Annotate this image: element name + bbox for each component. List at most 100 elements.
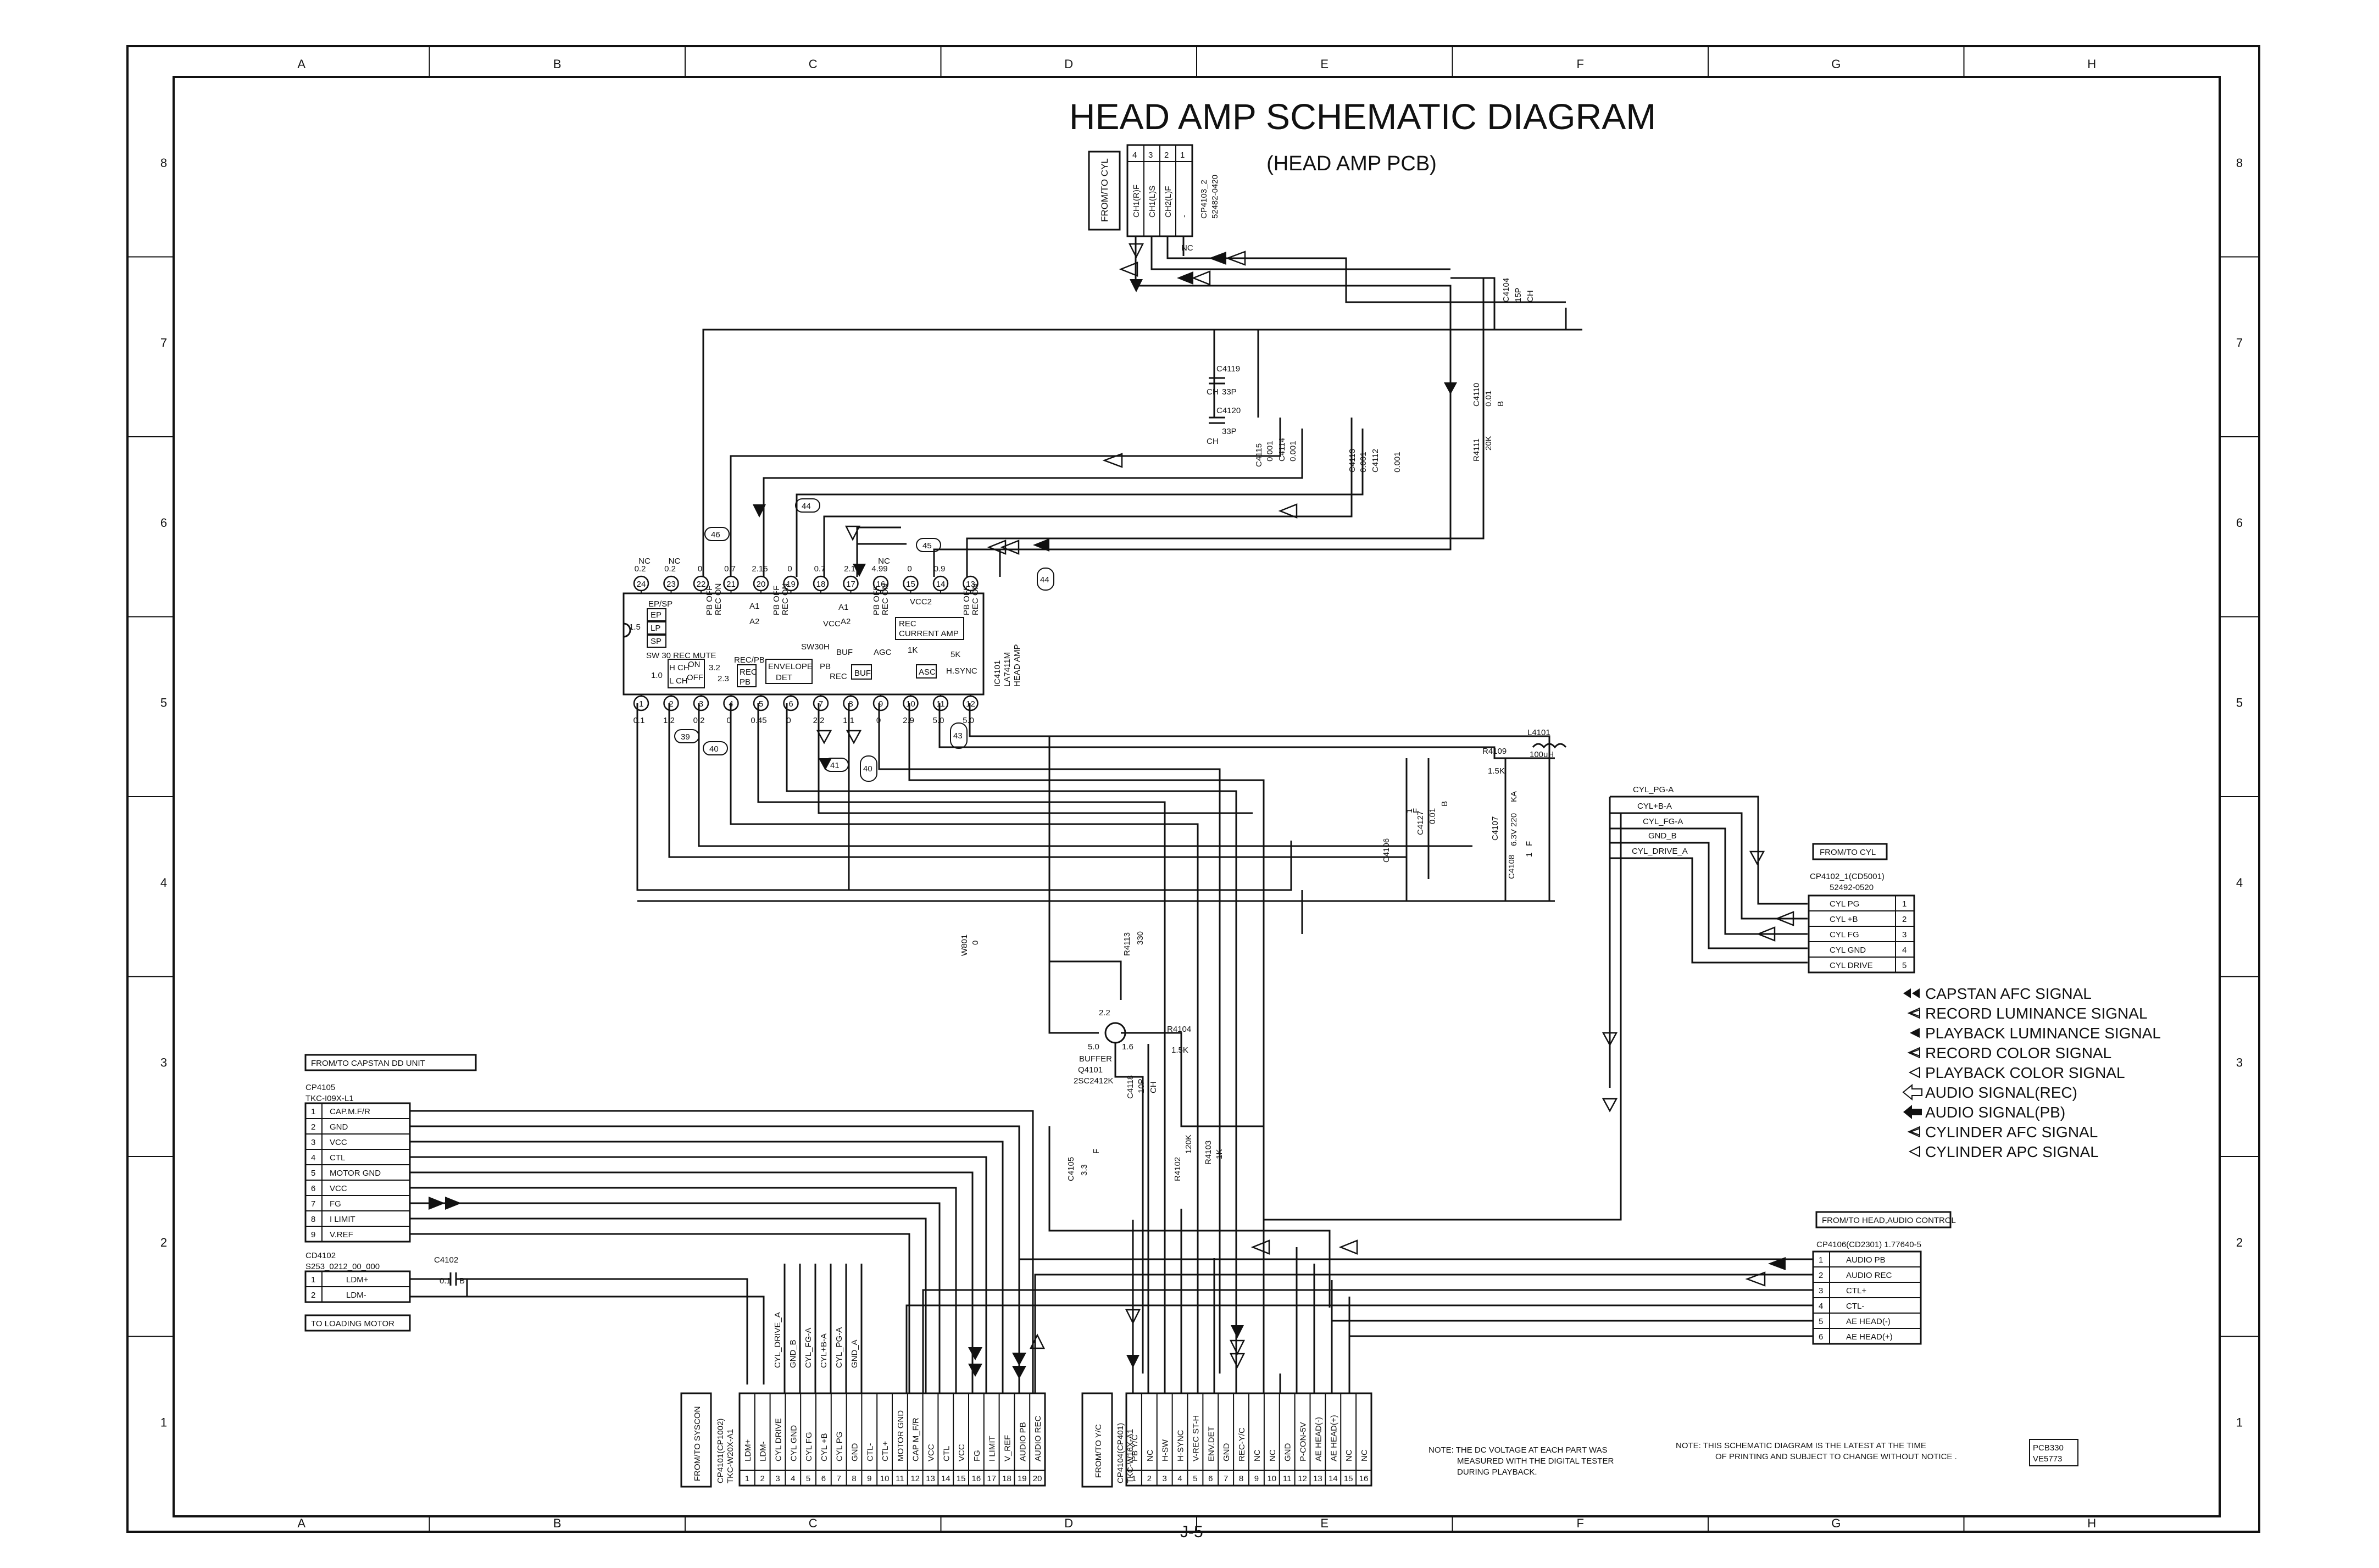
syscon-pin-no: 4 — [791, 1474, 795, 1483]
svg-text:PB OFF: PB OFF — [872, 586, 881, 615]
diagram-title: HEAD AMP SCHEMATIC DIAGRAM — [1069, 96, 1656, 137]
syscon-pin-name: CYL DRIVE — [774, 1418, 783, 1461]
inner-frame — [173, 76, 2221, 1517]
cyl-conn-pin-no: 1 — [1902, 899, 1906, 909]
svg-text:1.5K: 1.5K — [1171, 1046, 1188, 1055]
ic-top-pin-voltage: 0.7 — [814, 564, 826, 574]
capstan-pin-no: 3 — [311, 1138, 315, 1147]
syscon-net-label: GND_B — [788, 1339, 798, 1368]
legend-item-label: CYLINDER APC SIGNAL — [1925, 1143, 2099, 1160]
yc-pin-no: 2 — [1147, 1474, 1152, 1483]
yc-pin-name: AE HEAD(-) — [1314, 1417, 1323, 1461]
cyl-conn-pin-name: CYL PG — [1830, 899, 1859, 909]
ic-bottom-pin — [903, 695, 919, 711]
syscon-pin-name: FG — [972, 1450, 982, 1461]
svg-text:REC ON: REC ON — [971, 583, 980, 615]
yc-pin-no: 13 — [1313, 1474, 1322, 1483]
yc-pin-no: 14 — [1329, 1474, 1338, 1483]
svg-text:33P: 33P — [1222, 427, 1237, 436]
svg-text:6.3V 220: 6.3V 220 — [1509, 813, 1519, 846]
grid-row-left: 1 — [160, 1415, 167, 1429]
head-audio-wire — [1348, 1335, 1813, 1393]
svg-text:A1: A1 — [749, 602, 759, 611]
svg-text:FROM/TO HEAD,AUDIO CONTROL: FROM/TO HEAD,AUDIO CONTROL — [1822, 1216, 1956, 1225]
grid-row-right: 6 — [2236, 516, 2243, 530]
svg-text:C4107: C4107 — [1491, 816, 1500, 841]
capstan-wire — [410, 1110, 1034, 1393]
yc-pin-name: H-SYNC — [1176, 1430, 1186, 1461]
svg-text:46: 46 — [711, 530, 720, 540]
yc-pin-no: 1 — [1132, 1474, 1136, 1483]
grid-row-left: 6 — [160, 516, 167, 530]
svg-text:REC ON: REC ON — [881, 583, 890, 615]
syscon-pin-no: 15 — [957, 1474, 966, 1483]
cyl-conn-pin-no: 3 — [1902, 930, 1906, 939]
ic-top-pin-no: 20 — [757, 580, 766, 589]
q4101-buffer: 2.2 5.0 1.6 BUFFER Q4101 2SC2412K R4104 … — [1074, 1008, 1264, 1374]
svg-text:1K: 1K — [908, 646, 918, 655]
svg-text:10P: 10P — [1137, 1078, 1146, 1093]
grid-col-top: A — [297, 57, 305, 71]
svg-text:FROM/TO Y/C: FROM/TO Y/C — [1094, 1424, 1103, 1478]
grid-row-left: 5 — [160, 696, 167, 709]
syscon-pin-name: CTL — [942, 1446, 951, 1461]
ic-bottom-pin-no: 11 — [936, 699, 945, 709]
ic-bottom-pin-voltage: 0 — [726, 716, 731, 725]
capstan-wire — [410, 1156, 987, 1393]
ic-top-pin-voltage: 0 — [907, 564, 911, 574]
svg-text:DURING PLAYBACK.: DURING PLAYBACK. — [1457, 1467, 1537, 1477]
syscon-pin-name: CTL+ — [881, 1441, 890, 1461]
head-audio-pin-no: 2 — [1819, 1271, 1823, 1280]
capstan-connector: FROM/TO CAPSTAN DD UNIT CP4105 TKC-I09X-… — [304, 1054, 477, 1243]
svg-text:43: 43 — [953, 731, 963, 741]
head-audio-tag-box — [1815, 1211, 1952, 1228]
svg-text:1.5K: 1.5K — [1488, 766, 1505, 776]
svg-text:CH: CH — [1207, 437, 1219, 446]
svg-text:AGC: AGC — [874, 648, 892, 657]
yc-pin-no: 11 — [1283, 1474, 1292, 1483]
syscon-pin-name: LDM- — [759, 1441, 768, 1461]
svg-text:Q4101: Q4101 — [1078, 1065, 1103, 1075]
svg-text:C4113: C4113 — [1348, 449, 1357, 472]
yc-pin-no: 8 — [1239, 1474, 1243, 1483]
svg-text:VCC: VCC — [823, 619, 841, 629]
svg-text:REC: REC — [899, 619, 916, 629]
cyl-conn-tag-box — [1812, 843, 1888, 860]
top-cyl-pin2-name: CH2(L)F — [1164, 186, 1173, 218]
svg-text:45: 45 — [922, 541, 932, 551]
syscon-pin-no: 2 — [760, 1474, 765, 1483]
head-audio-wire — [922, 1289, 1813, 1393]
syscon-pin-no: 18 — [1002, 1474, 1011, 1483]
svg-text:B: B — [1440, 801, 1449, 807]
cyl-connector-right: CYL_PG-A CYL+B-A CYL_FG-A GND_B CYL_DRIV… — [1264, 785, 1915, 1221]
svg-text:PB OFF: PB OFF — [772, 586, 781, 615]
svg-text:1: 1 — [1405, 809, 1414, 813]
loading-pin-no: 2 — [311, 1291, 315, 1300]
grid-col-bottom: F — [1577, 1516, 1584, 1530]
grid-col-top: B — [553, 57, 562, 71]
svg-text:TKC-W20X-A1: TKC-W20X-A1 — [726, 1429, 735, 1483]
svg-text:C4120: C4120 — [1216, 406, 1241, 415]
yc-pin-name: ENV.DET — [1207, 1426, 1216, 1461]
syscon-pin-name: VCC — [957, 1444, 966, 1461]
loading-pin-no: 1 — [311, 1275, 315, 1285]
svg-text:ASC: ASC — [919, 668, 936, 677]
cyl-conn-pin-name: CYL +B — [1830, 915, 1858, 924]
ic-bottom-pin-no: 8 — [848, 699, 853, 709]
legend-item-label: CAPSTAN AFC SIGNAL — [1925, 985, 2092, 1002]
svg-text:VCC2: VCC2 — [910, 597, 932, 607]
capstan-pin-name: CAP.M.F/R — [330, 1107, 370, 1116]
svg-text:F: F — [1411, 808, 1421, 813]
svg-text:EP/SP: EP/SP — [648, 599, 672, 609]
ic-top-pin-no: 22 — [697, 580, 706, 589]
ic-top-pin — [843, 575, 859, 592]
legend-item-label: RECORD LUMINANCE SIGNAL — [1925, 1005, 2148, 1022]
top-cyl-tag: FROM/TO CYL — [1099, 158, 1110, 222]
svg-text:R4102: R4102 — [1173, 1157, 1182, 1181]
svg-text:1K: 1K — [1215, 1149, 1224, 1159]
grid-col-top: G — [1831, 57, 1841, 71]
head-audio-pin-name: AE HEAD(+) — [1846, 1332, 1893, 1342]
grid-col-bottom: A — [297, 1516, 305, 1530]
ic-bottom-pin-voltage: 5.0 — [963, 716, 974, 725]
